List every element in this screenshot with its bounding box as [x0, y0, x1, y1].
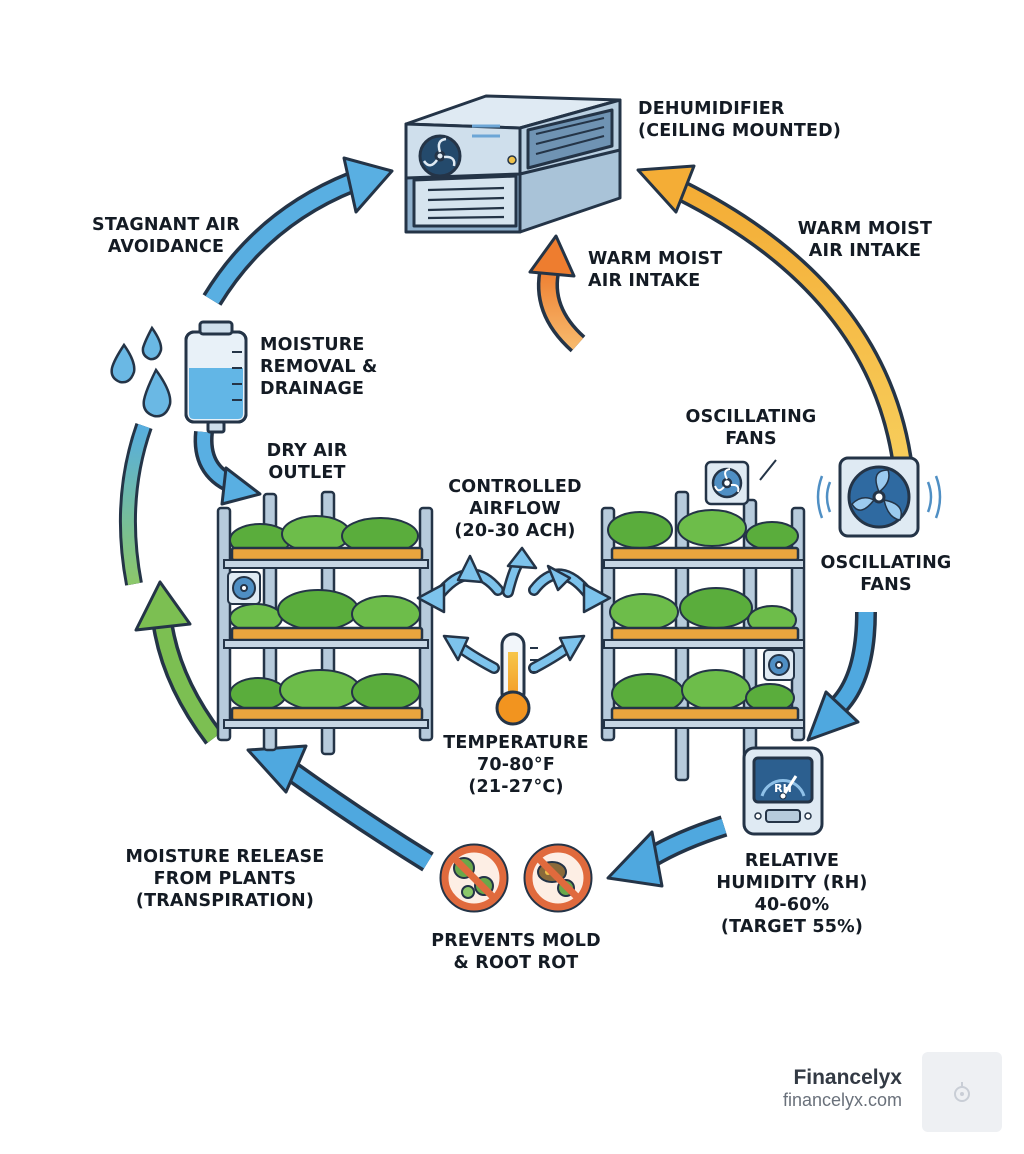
brand-logo-tile [922, 1052, 1002, 1132]
fan-icon [816, 456, 942, 538]
no-mold-icon [523, 843, 593, 913]
shelf-level [223, 515, 429, 569]
cycle-arrows [118, 156, 914, 888]
shelf-level [603, 509, 805, 569]
fan-icon [704, 459, 777, 506]
arrow-to-dehumidifier [202, 156, 394, 306]
brand-name: Financelyx [793, 1066, 902, 1089]
label-dry-air-outlet: DRY AIR OUTLET [266, 441, 348, 483]
label-warm-moist-air-outer: WARM MOIST AIR INTAKE [797, 219, 933, 261]
plant-rack-left [216, 490, 434, 756]
arrow-left-gradient [118, 423, 153, 586]
dehumidifier-icon [404, 94, 622, 234]
shelf-level [603, 669, 805, 729]
no-mold-icon [439, 843, 509, 913]
label-moisture-release: MOISTURE RELEASE FROM PLANTS (TRANSPIRAT… [125, 847, 325, 911]
fan-icon [763, 649, 795, 681]
arrow-to-mold-prevention [606, 815, 728, 888]
arrow-to-moisture-release [246, 744, 434, 872]
water-tank-icon [184, 320, 248, 434]
label-oscillating-fans-small: OSCILLATING FANS [685, 407, 817, 449]
plant-rack-right [600, 490, 806, 782]
airflow-arrows [416, 546, 612, 674]
shelf-level [223, 669, 429, 729]
humidity-meter-icon [742, 746, 824, 836]
arrow-warm-air-inner [528, 234, 586, 353]
label-dehumidifier: DEHUMIDIFIER (CEILING MOUNTED) [638, 99, 842, 141]
water-drops-icon [110, 325, 172, 418]
label-oscillating-fans-large: OSCILLATING FANS [820, 553, 952, 595]
label-stagnant-air: STAGNANT AIR AVOIDANCE [92, 215, 240, 257]
label-relative-humidity: RELATIVE HUMIDITY (RH) 40-60% (TARGET 55… [716, 851, 868, 937]
label-moisture-removal: MOISTURE REMOVAL & DRAINAGE [260, 335, 378, 399]
arrow-to-humidity [806, 611, 877, 742]
meter-label: RH [774, 782, 792, 795]
arrow-green-up [134, 580, 223, 745]
label-temperature: TEMPERATURE 70-80°F (21-27°C) [443, 733, 589, 797]
arrow-dry-air [193, 430, 262, 506]
label-controlled-airflow: CONTROLLED AIRFLOW (20-30 ACH) [448, 477, 582, 541]
label-warm-moist-air-inner: WARM MOIST AIR INTAKE [588, 249, 723, 291]
brand-url: financelyx.com [782, 1090, 902, 1110]
arrow-warm-air-outer [636, 164, 914, 470]
fan-icon [227, 571, 261, 605]
thermometer-icon [495, 632, 538, 726]
brand-logo-icon [954, 1082, 970, 1102]
label-prevents-mold: PREVENTS MOLD & ROOT ROT [431, 931, 601, 973]
shelf-level [603, 587, 805, 649]
